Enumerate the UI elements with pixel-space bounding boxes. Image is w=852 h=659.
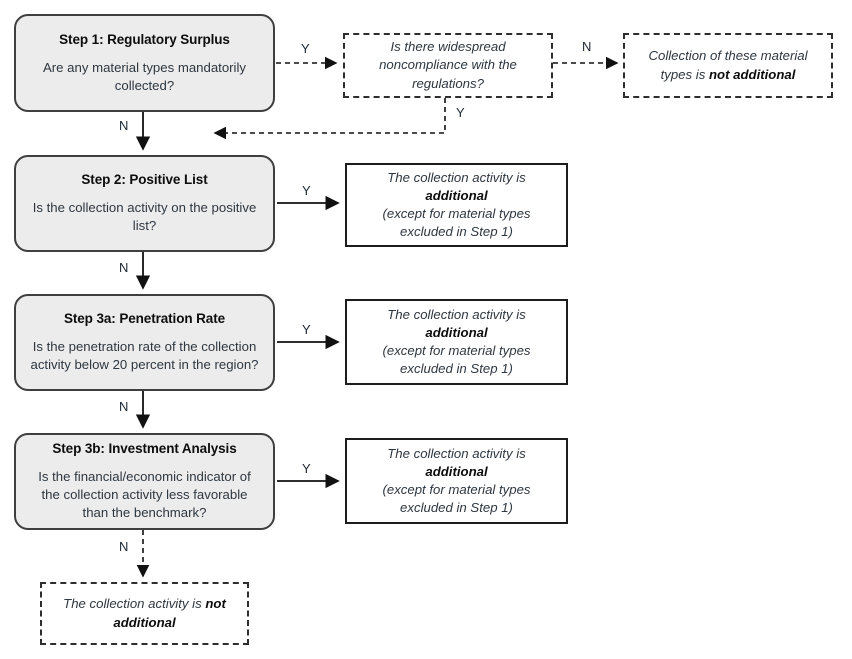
label-step3a-yes: Y: [302, 322, 311, 337]
outcome-not-additional-top-box: Collection of these material types is no…: [623, 33, 833, 98]
outcome-additional-step3b-box: The collection activity is additional (e…: [345, 438, 568, 524]
step2-question: Is the collection activity on the positi…: [32, 200, 257, 233]
step1-title: Step 1: Regulatory Surplus: [59, 31, 230, 47]
outcome-additional-bold: additional: [425, 324, 488, 340]
step3b-box: Step 3b: Investment Analysis Is the fina…: [14, 433, 275, 530]
label-step2-no: N: [119, 260, 129, 275]
step3a-title: Step 3a: Penetration Rate: [63, 311, 226, 327]
outcome-not-additional-bottom-box: The collection activity is not additiona…: [40, 582, 249, 645]
outcome-additional-note: (except for material types excluded in S…: [382, 482, 531, 516]
step3a-question: Is the penetration rate of the collectio…: [30, 339, 259, 372]
outcome-additional-note: (except for material types excluded in S…: [382, 343, 531, 377]
outcome-additional-step3a-box: The collection activity is additional (e…: [345, 299, 568, 385]
outcome-additional-step2-box: The collection activity is additional (e…: [345, 163, 568, 247]
outcome-additional-bold: additional: [425, 463, 488, 479]
outcome-additional-line1: The collection activity is: [387, 445, 526, 461]
step3b-question: Is the financial/economic indicator of t…: [38, 469, 251, 520]
label-step1-no: N: [119, 118, 129, 133]
label-step3b-no: N: [119, 539, 129, 554]
step3b-title: Step 3b: Investment Analysis: [52, 441, 237, 457]
label-step1-yes: Y: [301, 41, 310, 56]
label-step3b-yes: Y: [302, 461, 311, 476]
step2-box: Step 2: Positive List Is the collection …: [14, 155, 275, 252]
outcome-not-additional-top-text: Collection of these material types is no…: [648, 48, 808, 82]
outcome-not-additional-bottom-text: The collection activity is not additiona…: [63, 596, 226, 630]
label-step2-yes: Y: [302, 183, 311, 198]
step1-question: Are any material types mandatorily colle…: [42, 59, 247, 93]
step2-title: Step 2: Positive List: [81, 172, 208, 188]
outcome-additional-line1: The collection activity is: [387, 306, 526, 322]
step1-box: Step 1: Regulatory Surplus Are any mater…: [14, 14, 275, 112]
label-step3a-no: N: [119, 399, 129, 414]
outcome-additional-bold: additional: [425, 187, 488, 203]
step3a-box: Step 3a: Penetration Rate Is the penetra…: [14, 294, 275, 391]
noncompliance-question: Is there widespread noncompliance with t…: [379, 38, 517, 91]
outcome-additional-line1: The collection activity is: [387, 169, 526, 185]
label-noncompliance-yes: Y: [456, 105, 465, 120]
noncompliance-decision-box: Is there widespread noncompliance with t…: [343, 33, 553, 98]
label-noncompliance-no: N: [582, 39, 592, 54]
outcome-additional-note: (except for material types excluded in S…: [382, 206, 531, 240]
